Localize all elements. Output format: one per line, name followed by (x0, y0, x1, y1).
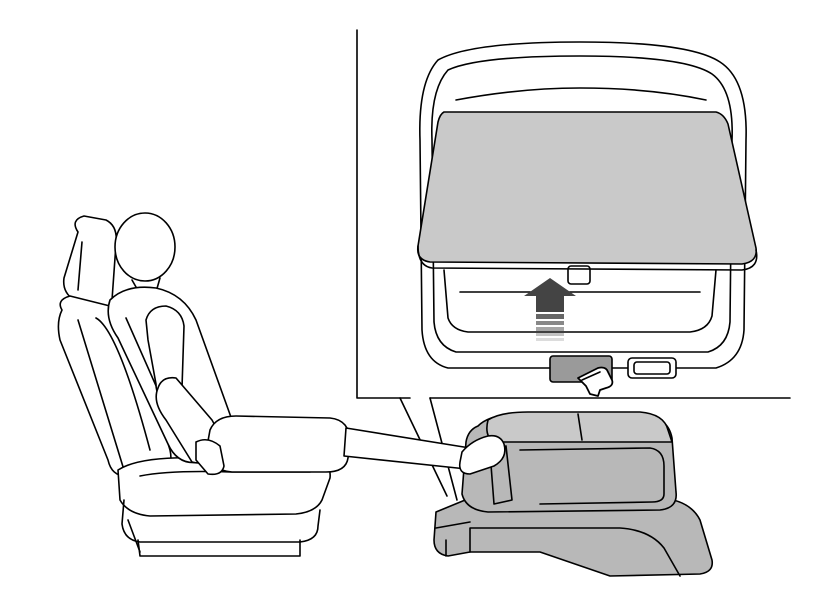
center-console (434, 412, 712, 576)
console-lid[interactable] (418, 112, 757, 270)
side-switch[interactable] (628, 358, 676, 378)
